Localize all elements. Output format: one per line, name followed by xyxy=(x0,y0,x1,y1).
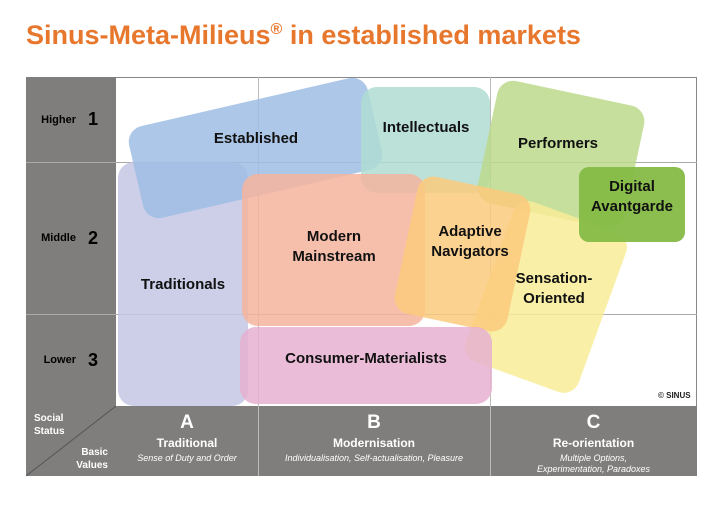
consumer-materialists-label: Consumer-Materialists xyxy=(285,350,447,367)
corner-social-status: Social Status xyxy=(34,413,65,437)
row-header-column xyxy=(26,77,116,476)
corner-basic-values: Basic Values xyxy=(76,447,108,471)
page-title: Sinus-Meta-Milieus® in established marke… xyxy=(26,20,581,50)
copyright: © SINUS xyxy=(658,391,691,400)
corner-diagonal xyxy=(26,406,116,476)
performers-label: Performers xyxy=(517,135,599,152)
intellectuals-label: Intellectuals xyxy=(382,119,470,136)
traditionals-label: Traditionals xyxy=(140,276,226,293)
digital-avantgarde-shape xyxy=(579,167,685,242)
column-header-row xyxy=(116,406,697,476)
consumer-materialists-shape xyxy=(240,327,492,404)
established-label: Established xyxy=(213,130,299,147)
sensation-oriented-label: Sensation-Oriented xyxy=(515,270,593,307)
